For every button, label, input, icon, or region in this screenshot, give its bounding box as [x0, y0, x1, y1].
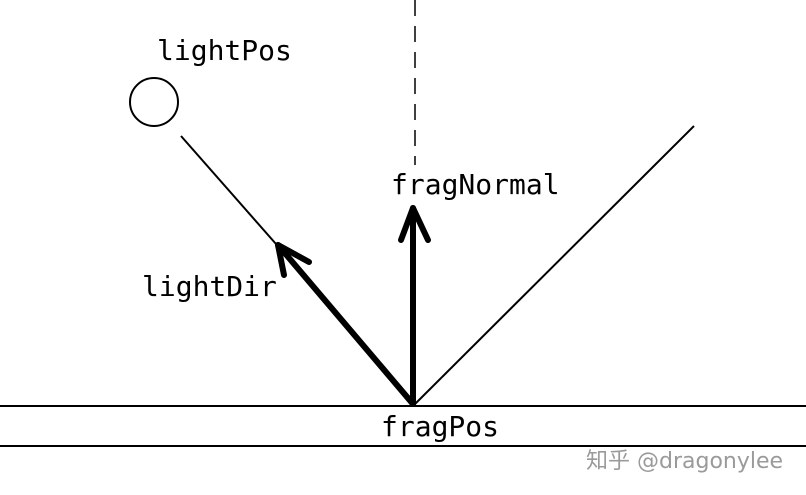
reflected-ray-line: [412, 125, 695, 407]
frag-normal-label: fragNormal: [391, 168, 560, 201]
frag-pos-label: fragPos: [381, 410, 499, 443]
light-dir-label: lightDir: [142, 270, 277, 303]
light-source-icon: [129, 77, 179, 127]
light-pos-label: lightPos: [157, 34, 292, 67]
watermark-text: 知乎 @dragonylee: [586, 449, 783, 474]
frag-normal-arrow: [398, 205, 431, 407]
incident-ray-line: [180, 135, 277, 245]
light-dir-arrow: [275, 242, 416, 407]
